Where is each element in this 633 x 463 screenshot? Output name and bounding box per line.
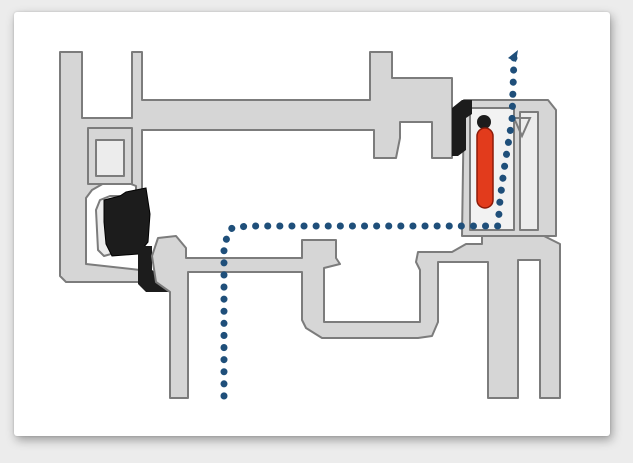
glazing-gasket-shape [103, 187, 151, 257]
airflow-path [220, 50, 518, 400]
hardware-channel [476, 127, 494, 209]
frame-outer-wall [151, 235, 561, 399]
frame-profile [151, 235, 561, 399]
airflow-arrowhead [508, 50, 518, 62]
airflow-dotted-line [220, 54, 518, 400]
hardware-housing [461, 99, 557, 237]
locking-roller [477, 115, 491, 129]
sealing-gasket [452, 100, 472, 156]
sash-outer-wall [59, 51, 453, 283]
housing-lip [512, 117, 532, 139]
housing-rib [519, 111, 539, 231]
